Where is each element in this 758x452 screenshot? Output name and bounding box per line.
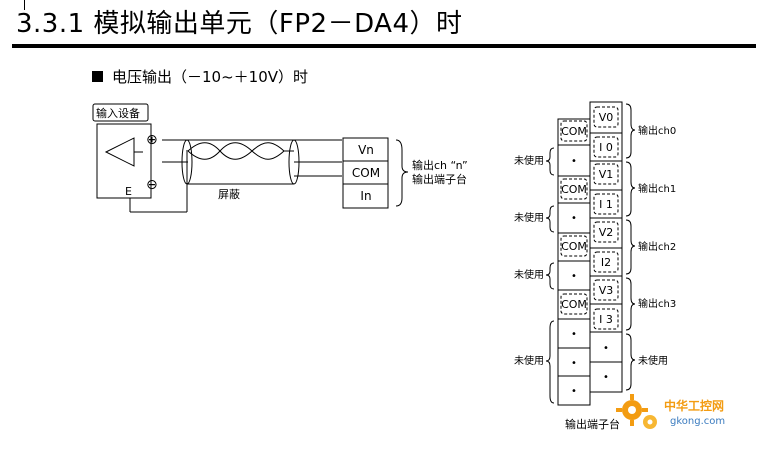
ch2-name: 输出ch2: [638, 240, 676, 253]
shield-label: 屏蔽: [218, 188, 240, 201]
subheading-text: 电压输出（－10~＋10V）时: [112, 68, 309, 86]
unused-dot: •: [571, 358, 577, 369]
heading-tick: [24, 0, 25, 10]
twisted-pair-wire-a: [187, 142, 294, 160]
terminal-com-label: COM: [352, 166, 380, 180]
note-line-1: 输出ch “n”: [412, 158, 468, 172]
unused-dot: •: [603, 372, 609, 383]
ch0-brace: [625, 103, 636, 159]
ch1-brace: [625, 161, 636, 217]
amplifier-triangle-icon: [104, 137, 135, 167]
device-label-box: [92, 103, 149, 122]
watermark-text-2: gkong.com: [670, 416, 725, 427]
terminal-right-column: [589, 101, 623, 393]
ch2-i-label: I2: [601, 256, 611, 269]
channel-terminal-block: [342, 137, 389, 209]
gkong-logo: 中华工控网 gkong.com: [616, 394, 725, 429]
ch3-com-label: COM: [561, 298, 587, 311]
plus-terminal-icon: ⊕: [146, 132, 158, 148]
unused-left-label-1: 未使用: [514, 154, 544, 167]
ground-label: E: [125, 185, 132, 198]
ch0-v-label: V0: [599, 111, 614, 124]
unused-dot: •: [571, 213, 577, 224]
ch1-com-label: COM: [561, 183, 587, 196]
section-heading: 3.3.1 模拟输出单元（FP2－DA4）时: [16, 9, 463, 39]
terminal-vn-label: Vn: [358, 143, 374, 157]
watermark-text-1: 中华工控网: [664, 398, 724, 413]
ch1-v-label: V1: [599, 168, 614, 181]
unused-left-label-4: 未使用: [514, 354, 544, 367]
unused-left-brace-4: [545, 320, 555, 404]
ch0-i-label: I 0: [599, 141, 613, 154]
ch3-v-label: V3: [599, 284, 614, 297]
unused-right-brace: [625, 333, 636, 391]
terminal-in-label: In: [360, 189, 371, 203]
subheading: 电压输出（－10~＋10V）时: [92, 66, 308, 88]
unused-dot: •: [571, 386, 577, 397]
ch2-v-label: V2: [599, 226, 614, 239]
unused-dot: •: [571, 156, 577, 167]
unused-dot: •: [603, 343, 609, 354]
unused-left-brace-3: [545, 262, 555, 290]
gear-icon: [616, 394, 657, 429]
heading-rule: [12, 44, 756, 48]
unused-left-label-2: 未使用: [514, 211, 544, 224]
twisted-pair-wire-b: [187, 142, 294, 160]
ch2-brace: [625, 219, 636, 275]
unused-right-label: 未使用: [638, 354, 668, 367]
unused-dot: •: [571, 271, 577, 282]
ch3-name: 输出ch3: [638, 297, 676, 310]
input-device-box: [96, 123, 152, 199]
terminal-block-caption: 输出端子台: [565, 417, 620, 431]
unused-left-label-3: 未使用: [514, 268, 544, 281]
ch3-i-label: I 3: [599, 313, 613, 326]
note-line-2: 输出端子台: [412, 172, 467, 186]
ch0-com-label: COM: [561, 125, 587, 138]
device-label: 输入设备: [96, 106, 140, 120]
ch1-i-label: I 1: [599, 198, 613, 211]
note-brace: [395, 139, 409, 207]
unused-dot: •: [571, 329, 577, 340]
unused-left-brace-2: [545, 205, 555, 233]
ch0-name: 输出ch0: [638, 124, 676, 137]
unused-left-brace-1: [545, 147, 555, 176]
ch2-com-label: COM: [561, 240, 587, 253]
ch3-brace: [625, 277, 636, 331]
minus-terminal-icon: ⊖: [146, 177, 158, 193]
ch1-name: 输出ch1: [638, 182, 676, 195]
square-bullet-icon: [92, 71, 103, 82]
